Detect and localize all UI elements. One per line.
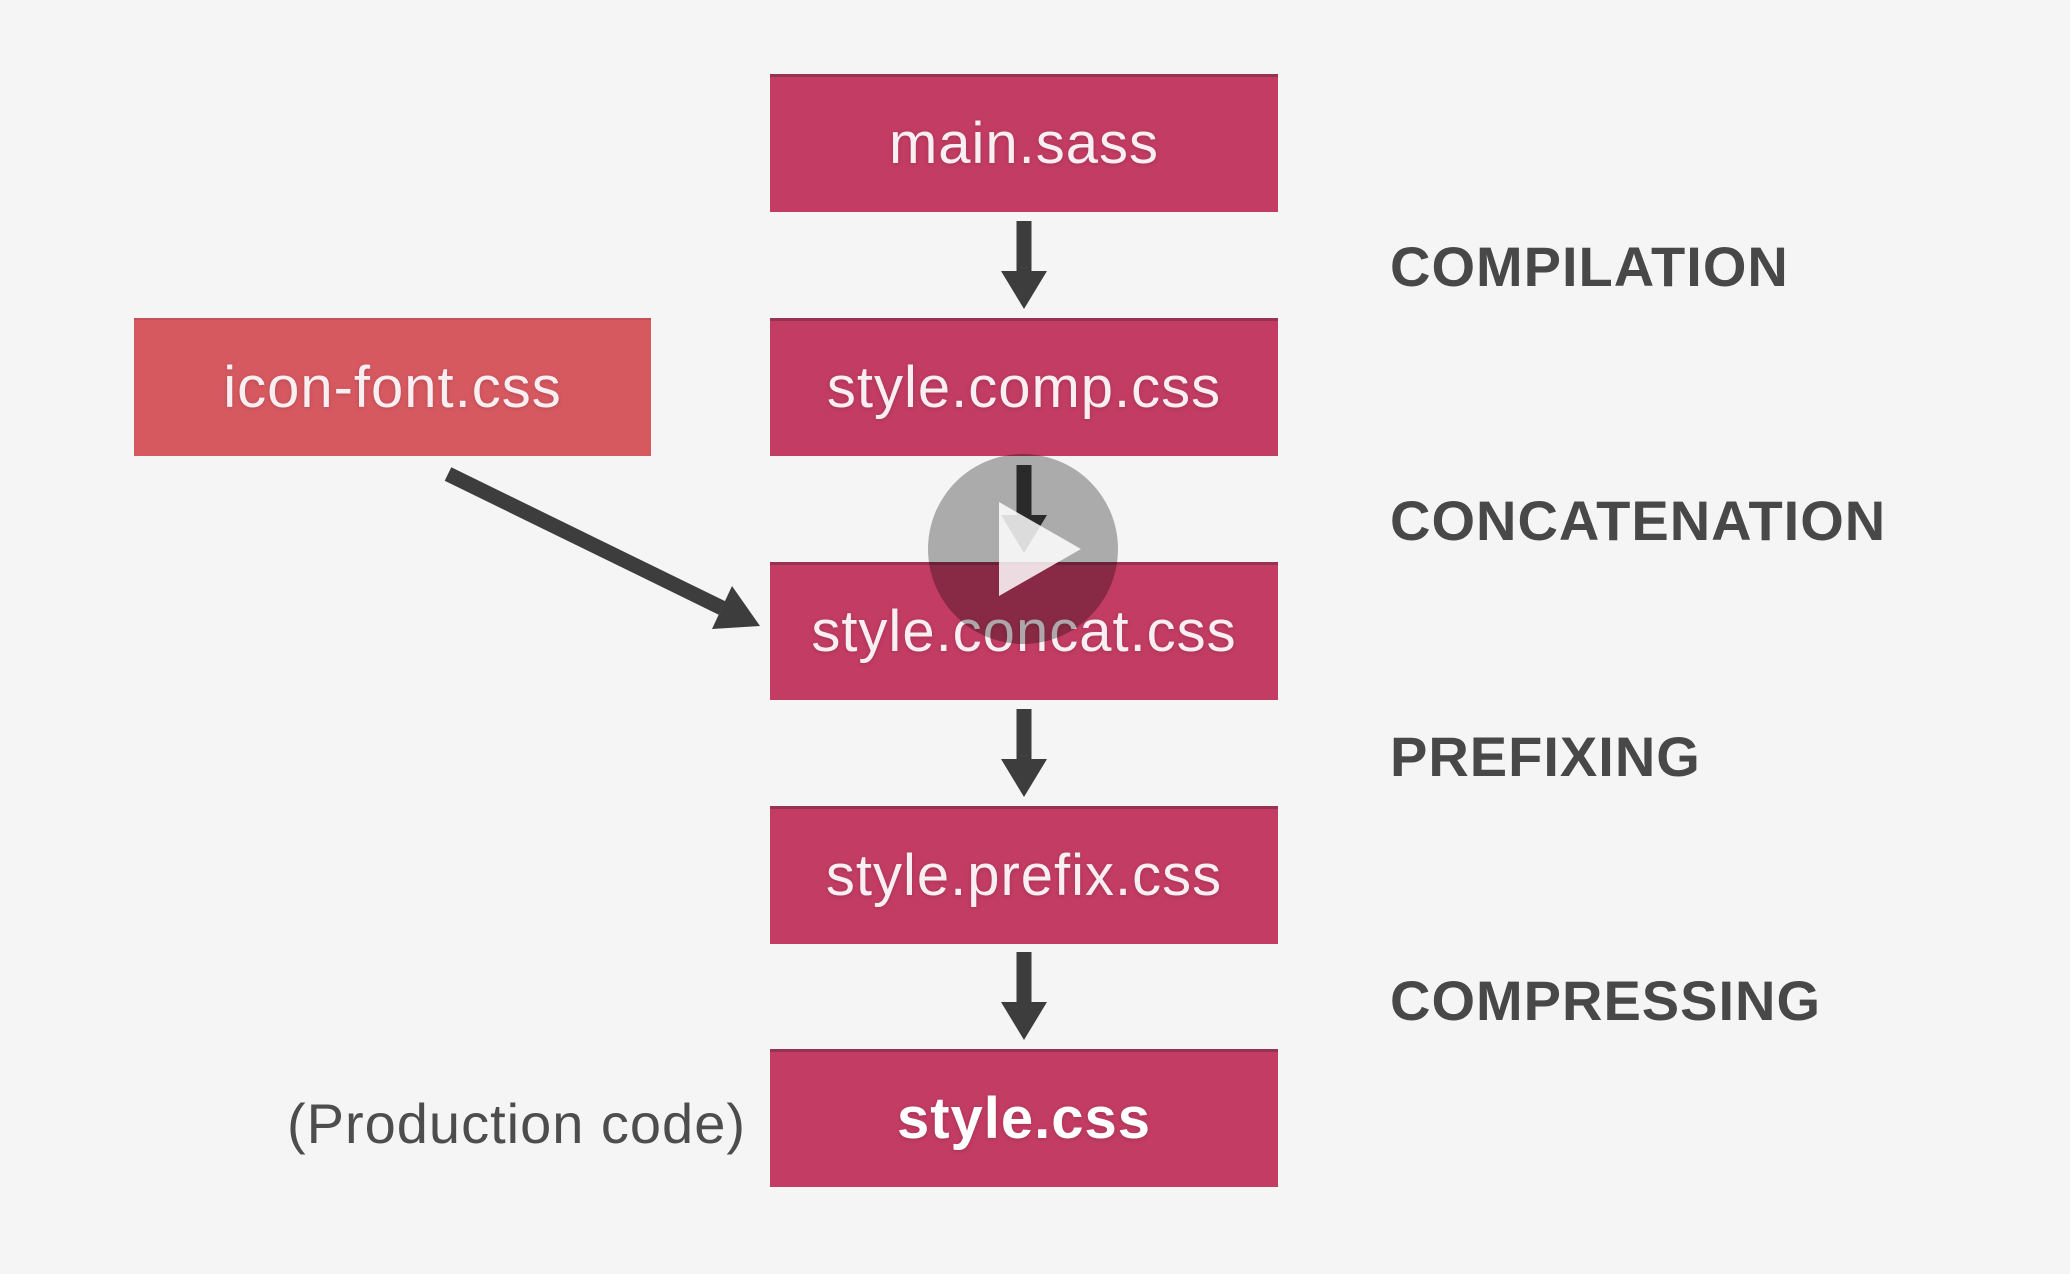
arrow-compilation-icon [1001,221,1047,309]
node-style-css-label: style.css [896,1085,1152,1151]
stage-label-compilation: COMPILATION [1390,235,1789,298]
play-icon [999,502,1081,596]
node-icon-font-css: icon-font.css [134,318,651,456]
arrow-icon-font-merge-icon [444,467,760,629]
production-code-note: (Production code) [286,1092,746,1155]
node-style-comp-css: style.comp.css [770,318,1278,456]
stage-label-prefixing: PREFIXING [1390,725,1701,788]
stage-label-compressing: COMPRESSING [1390,969,1822,1032]
arrow-prefixing-icon [1001,709,1047,797]
node-main-sass: main.sass [770,74,1278,212]
node-style-concat-css-label: style.concat.css [811,598,1237,664]
node-style-prefix-css: style.prefix.css [770,806,1278,944]
node-main-sass-label: main.sass [888,110,1160,176]
node-style-css: style.css [770,1049,1278,1187]
stage-label-concatenation: CONCATENATION [1390,489,1887,552]
play-button[interactable] [928,454,1118,644]
node-style-prefix-css-label: style.prefix.css [825,842,1223,908]
node-style-comp-css-label: style.comp.css [826,354,1222,420]
arrow-compressing-icon [1001,952,1047,1040]
node-icon-font-css-label: icon-font.css [223,354,562,420]
